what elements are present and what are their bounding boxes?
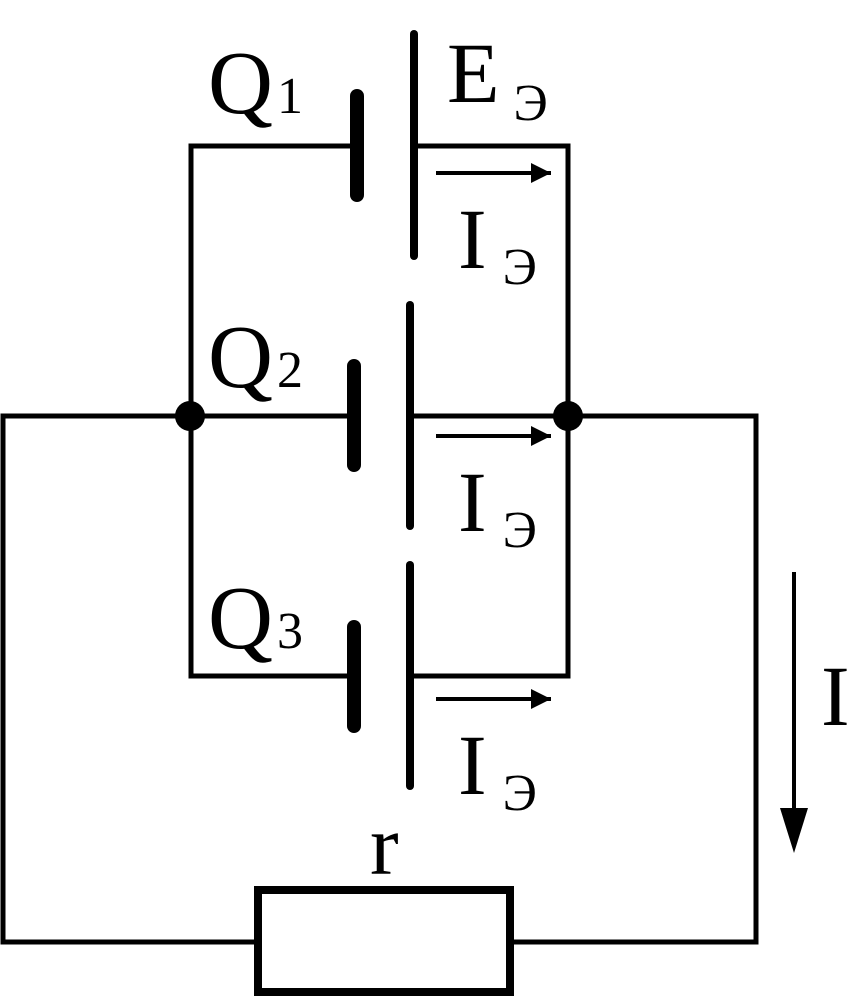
resistor <box>254 886 514 996</box>
wire-outer-circuit <box>0 413 759 945</box>
resistor-label: r <box>370 797 399 893</box>
cell-2-label: Q2 <box>208 308 303 407</box>
cell-2 <box>347 301 414 530</box>
cell-1 <box>350 30 418 260</box>
cell-3-label: Q3 <box>208 569 303 668</box>
cell-1-label: Q1 <box>208 34 303 133</box>
junction-right <box>553 401 583 431</box>
wire-cell1-loop <box>188 143 571 416</box>
wire-cell3-loop <box>188 416 571 679</box>
cell-3 <box>347 561 414 790</box>
load-current-arrow-head <box>780 808 808 853</box>
junction-left <box>175 401 205 431</box>
load-current-label: I <box>821 648 850 744</box>
